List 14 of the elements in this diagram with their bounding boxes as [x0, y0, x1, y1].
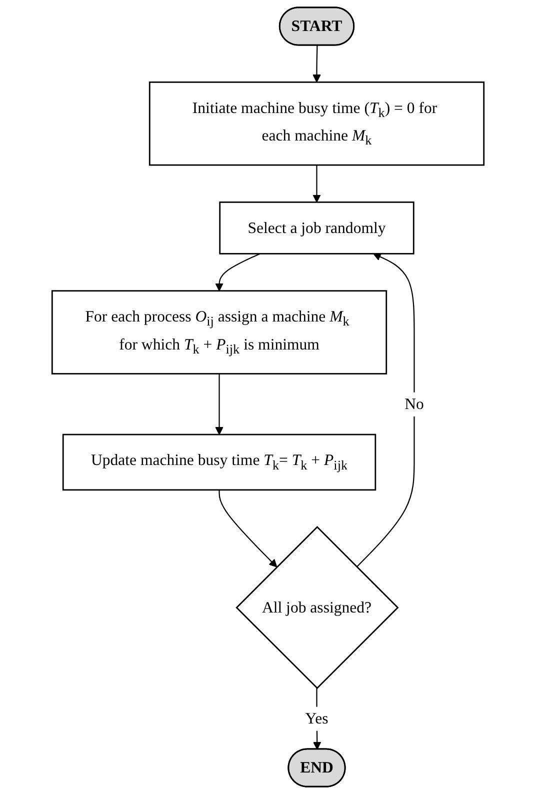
arrow: [218, 490, 278, 568]
node-box: For each process O$_{ij}$ assign a machine M$_{k}$ for which T$_{k}$ + P$_{ijk}$ is minimum: [51, 290, 388, 374]
arrow: [312, 45, 321, 83]
arrow: [313, 688, 322, 750]
node-box: Initiate machine busy time (T$_{k}$) = 0 for each machine M$_{k}$: [148, 81, 485, 166]
node-diamond: All job assigned?: [236, 526, 399, 690]
edge-label: No: [404, 395, 424, 413]
node-box: Select a job randomly: [219, 201, 414, 254]
node-box: Update machine busy time T$_{k}$= T$_{k}$ + P$_{ijk}$: [62, 434, 376, 491]
arrow: [312, 165, 321, 203]
arrow: [215, 374, 224, 435]
arrow: [215, 253, 260, 292]
arrow: [356, 253, 415, 568]
edge-label: Yes: [305, 710, 328, 728]
